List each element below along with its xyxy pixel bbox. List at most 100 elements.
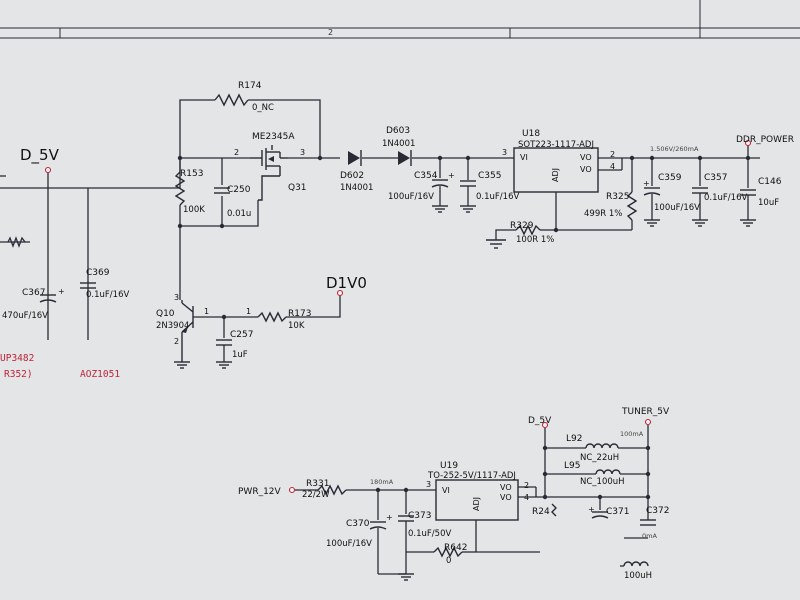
- svg-text:D602: D602: [340, 171, 364, 181]
- net-label-d1v0: D1V0: [326, 274, 367, 292]
- svg-text:1: 1: [246, 307, 251, 316]
- capacitor-c372: C372: [640, 506, 669, 526]
- svg-text:0: 0: [446, 556, 451, 566]
- svg-text:U19: U19: [440, 461, 458, 471]
- d5v-net-marker: [44, 166, 52, 174]
- inductor-l92: L92 NC_22uH: [545, 434, 648, 463]
- svg-text:VI: VI: [442, 486, 450, 495]
- svg-text:C146: C146: [758, 177, 782, 187]
- svg-text:R325: R325: [606, 192, 629, 202]
- resistor-r174: R174 0_NC: [238, 81, 274, 113]
- svg-text:4: 4: [610, 162, 615, 171]
- svg-text:C355: C355: [478, 171, 501, 181]
- capacitor-c369: C369 0.1uF/16V: [80, 268, 129, 300]
- svg-text:0.01u: 0.01u: [227, 209, 251, 219]
- svg-text:2N3904: 2N3904: [156, 321, 189, 331]
- svg-text:R173: R173: [288, 309, 311, 319]
- svg-text:499R 1%: 499R 1%: [584, 209, 622, 219]
- transistor-q10: Q10 2N3904 3 2 1: [156, 293, 209, 369]
- svg-text:L92: L92: [566, 434, 582, 444]
- tuner-supply-circuit: D_5V TUNER_5V 100mA L92 NC_22uH L95 NC_1…: [238, 407, 670, 581]
- svg-text:470uF/16V: 470uF/16V: [2, 311, 48, 321]
- svg-text:VO: VO: [500, 493, 512, 502]
- red-label-aoz1051: AOZ1051: [80, 369, 120, 380]
- net-label-pwr-12v: PWR_12V: [238, 487, 282, 497]
- pwr-12v-net-marker: [288, 486, 296, 494]
- svg-text:VO: VO: [580, 153, 592, 162]
- ddr-power-net-marker: [744, 139, 752, 147]
- bottom-current-note: 0mA: [642, 532, 657, 540]
- svg-text:VO: VO: [500, 483, 512, 492]
- svg-text:100R 1%: 100R 1%: [516, 235, 554, 245]
- diode-d603: D603 1N4001: [382, 126, 415, 166]
- svg-text:VO: VO: [580, 165, 592, 174]
- svg-text:100K: 100K: [183, 205, 205, 215]
- svg-text:VI: VI: [520, 153, 528, 162]
- svg-text:10uF: 10uF: [758, 198, 779, 208]
- svg-text:+: +: [448, 171, 455, 180]
- svg-text:ADJ: ADJ: [551, 168, 560, 182]
- net-label-tuner-5v: TUNER_5V: [621, 407, 670, 417]
- capacitor-c250: C250 0.01u: [214, 185, 251, 219]
- svg-text:3: 3: [300, 148, 305, 157]
- svg-text:R24: R24: [532, 507, 550, 517]
- svg-text:C371: C371: [606, 507, 629, 517]
- capacitor-c355: C355 0.1uF/16V: [460, 158, 519, 213]
- svg-text:100uF/16V: 100uF/16V: [654, 203, 700, 213]
- capacitor-c359: + C359 100uF/16V: [643, 158, 700, 227]
- svg-text:R174: R174: [238, 81, 262, 91]
- svg-text:NC_22uH: NC_22uH: [580, 453, 619, 463]
- svg-text:100uF/16V: 100uF/16V: [326, 539, 372, 549]
- svg-text:ME2345A: ME2345A: [252, 132, 295, 142]
- svg-text:D603: D603: [386, 126, 410, 136]
- regulator-u19: U19 TO-252-5V/1117-ADJ VI VO VO ADJ 3 2 …: [426, 461, 529, 521]
- svg-text:NC_100uH: NC_100uH: [580, 477, 625, 487]
- svg-text:2: 2: [610, 150, 615, 159]
- svg-text:L95: L95: [564, 461, 580, 471]
- regulator-u18: U18 SOT223-1117-ADJ VI VO VO ADJ 3 2 4: [502, 129, 615, 193]
- svg-text:10K: 10K: [288, 321, 305, 331]
- svg-text:C357: C357: [704, 173, 727, 183]
- svg-text:1N4001: 1N4001: [340, 183, 373, 193]
- svg-text:C359: C359: [658, 173, 682, 183]
- svg-text:C370: C370: [346, 519, 370, 529]
- svg-text:1uF: 1uF: [232, 350, 248, 360]
- svg-text:Q31: Q31: [288, 183, 307, 193]
- svg-text:100uH: 100uH: [624, 571, 652, 581]
- sheet-frame: 2: [0, 0, 800, 39]
- capacitor-c257: C257 1uF: [216, 317, 253, 369]
- svg-text:2: 2: [234, 148, 239, 157]
- svg-text:3: 3: [426, 480, 431, 489]
- svg-text:3: 3: [502, 148, 507, 157]
- capacitor-c373: C373 0.1uF/50V: [398, 490, 451, 574]
- left-input-area: D_5V + C367 470uF/16V C369 0.1uF/16V UP3…: [0, 146, 180, 380]
- svg-text:R329: R329: [510, 221, 534, 231]
- svg-text:Q10: Q10: [156, 309, 175, 319]
- svg-text:R331: R331: [306, 479, 329, 489]
- svg-text:C250: C250: [227, 185, 251, 195]
- svg-text:3: 3: [174, 293, 179, 302]
- svg-text:2: 2: [524, 481, 529, 490]
- svg-text:22/2W: 22/2W: [302, 490, 330, 500]
- red-label-r352: R352): [4, 369, 33, 380]
- svg-text:0.1uF/50V: 0.1uF/50V: [408, 529, 451, 539]
- frame-column-number: 2: [328, 28, 333, 37]
- svg-text:+: +: [58, 287, 65, 296]
- net-label-d5v-small: D_5V: [528, 416, 552, 426]
- inductor-l95: L95 NC_100uH: [545, 461, 648, 487]
- resistor-r331: R331 22/2W: [302, 479, 347, 500]
- svg-text:0.1uF/16V: 0.1uF/16V: [476, 192, 519, 202]
- svg-text:SOT223-1117-ADJ: SOT223-1117-ADJ: [518, 140, 594, 150]
- svg-text:C257: C257: [230, 330, 253, 340]
- resistor-r325: R325 499R 1%: [584, 158, 638, 230]
- svg-text:R153: R153: [180, 169, 203, 179]
- svg-text:C367: C367: [22, 288, 45, 298]
- capacitor-c357: C357 0.1uF/16V: [692, 158, 747, 227]
- svg-text:TO-252-5V/1117-ADJ: TO-252-5V/1117-ADJ: [427, 471, 516, 481]
- svg-text:0.1uF/16V: 0.1uF/16V: [704, 193, 747, 203]
- tuner-current-note: 100mA: [620, 430, 644, 438]
- svg-text:100uF/16V: 100uF/16V: [388, 192, 434, 202]
- capacitor-c146: C146 10uF: [740, 158, 782, 227]
